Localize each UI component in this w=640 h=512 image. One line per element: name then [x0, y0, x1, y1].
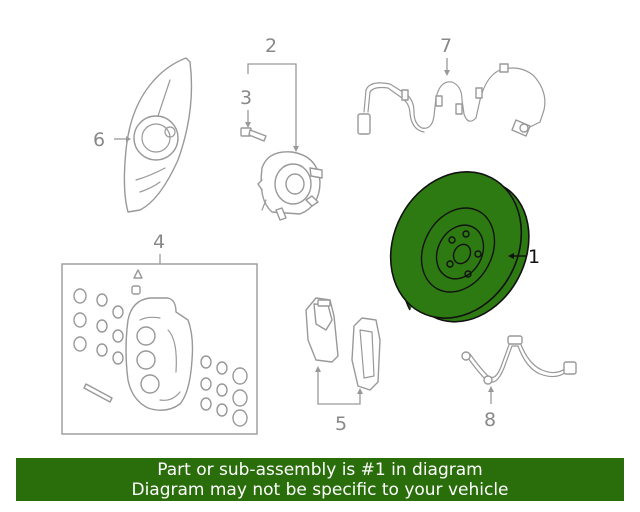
banner-line-2: Diagram may not be specific to your vehi… [131, 480, 509, 500]
hub-bolt-part[interactable] [240, 127, 267, 142]
caliper-kit-frame [61, 263, 258, 435]
dust-shield-part[interactable] [123, 57, 193, 213]
callout-2: 2 [265, 35, 277, 57]
callout-3: 3 [240, 87, 252, 109]
callout-6: 6 [93, 129, 105, 151]
callout-8: 8 [484, 409, 496, 431]
callout-4: 4 [153, 231, 165, 253]
fitment-notice-banner: Part or sub-assembly is #1 in diagram Di… [16, 458, 624, 501]
caliper-kit-part[interactable] [73, 269, 248, 427]
callout-1: 1 [528, 246, 540, 268]
callout-5: 5 [335, 413, 347, 435]
callout-7: 7 [440, 35, 452, 57]
wheel-speed-sensor-part[interactable] [357, 63, 546, 137]
hub-bearing-assembly-part[interactable] [257, 151, 323, 221]
banner-line-1: Part or sub-assembly is #1 in diagram [157, 460, 483, 480]
brake-hose-part[interactable] [461, 335, 577, 385]
brake-pads-part[interactable] [305, 297, 381, 391]
brake-rotor-part[interactable] [366, 149, 553, 344]
